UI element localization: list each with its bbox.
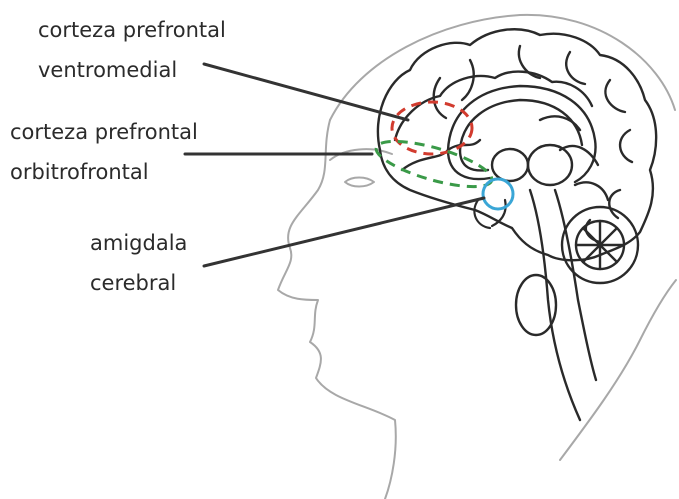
amygdala-label-line2: cerebral (90, 271, 176, 295)
head-silhouette (278, 15, 676, 499)
cerebellum (562, 207, 638, 283)
leader-lines (185, 64, 484, 266)
amygdala-label-line1: amigdala (90, 231, 187, 255)
vmpfc-label-line1: corteza prefrontal (38, 18, 226, 42)
amygdala-leader-line (204, 198, 484, 266)
brainstem (516, 190, 596, 420)
vmpfc-leader-line (204, 64, 408, 120)
ofc-label-line1: corteza prefrontal (10, 120, 198, 144)
vmpfc-label-line2: ventromedial (38, 58, 177, 82)
ofc-label-line2: orbitrofrontal (10, 160, 149, 184)
amygdala-region-marker (483, 179, 513, 209)
